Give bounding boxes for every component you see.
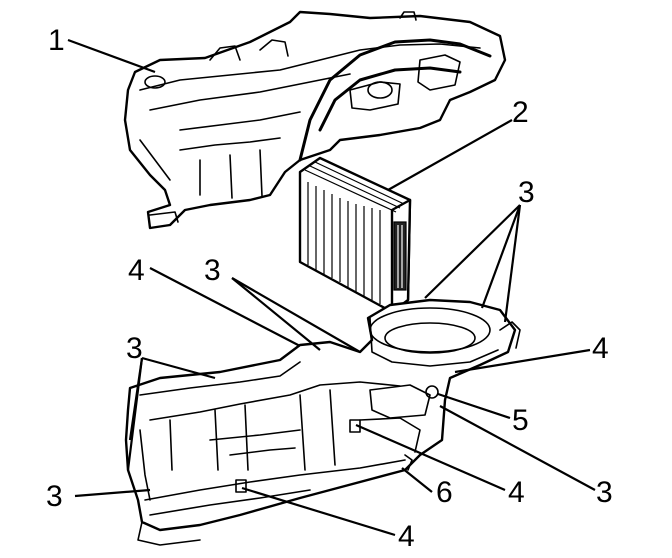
leader-3-mid-b: [231, 277, 361, 353]
leader-4-lower-right: [355, 423, 506, 492]
upper-case-housing: [123, 10, 507, 230]
callout-2: 2: [512, 96, 529, 129]
leader-4-bottom: [241, 486, 396, 537]
leader-1: [67, 38, 156, 74]
leader-3-bottom-left: [74, 488, 151, 498]
callout-labels: 1 2 3 4 3 3 4 5 4 3 6 3 4: [46, 24, 613, 553]
callout-1: 1: [48, 24, 65, 57]
leader-4-left: [149, 267, 301, 347]
leader-3-top-b: [480, 204, 522, 309]
callout-3-left: 3: [126, 332, 143, 365]
leader-4-right: [454, 348, 591, 374]
callout-3-middle: 3: [204, 254, 221, 287]
leader-2: [387, 119, 513, 191]
leader-3-top-a: [424, 204, 521, 299]
callout-6: 6: [436, 476, 453, 509]
leader-5: [437, 392, 511, 420]
callout-4-right: 4: [592, 332, 609, 365]
lower-case-housing: [124, 298, 521, 546]
leader-lines: [67, 38, 596, 537]
callout-5: 5: [512, 404, 529, 437]
leader-3-left-a: [141, 356, 216, 380]
callout-4-bottom: 4: [398, 520, 415, 553]
evaporator-core: [298, 156, 412, 314]
leader-3-lower-right: [439, 405, 596, 491]
callout-3-bottom-left: 3: [46, 480, 63, 513]
callout-4-left: 4: [128, 254, 145, 287]
leader-6: [401, 467, 433, 493]
leader-3-left-c: [126, 357, 144, 471]
leader-3-mid-a: [231, 277, 321, 351]
callout-4-lower-right: 4: [508, 476, 525, 509]
callout-3-lower-right: 3: [596, 476, 613, 509]
callout-3-top-right: 3: [518, 176, 535, 209]
leader-3-top-c: [503, 204, 522, 323]
